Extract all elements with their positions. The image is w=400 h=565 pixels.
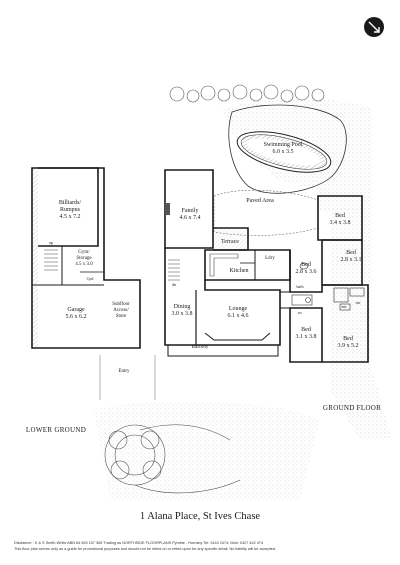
family-label: Family 4.6 x 7.4 <box>179 208 201 221</box>
bed1-label: Bed 3.4 x 3.8 <box>329 213 351 226</box>
bed2-label: Bed 2.8 x 3.6 <box>295 262 317 275</box>
kitchen-bench <box>209 253 239 277</box>
terrace-label: Terrace <box>221 239 239 245</box>
subfloor-label: Subfloor Access/ Store <box>112 302 130 319</box>
bath-label: bath <box>296 284 304 289</box>
lounge-label: Lounge 6.1 x 4.6 <box>227 306 249 319</box>
ldry-label: Ldry <box>265 256 275 261</box>
garden-area <box>94 84 392 500</box>
pool-label: Swimming Pool 6.0 x 3.5 <box>263 142 303 155</box>
north-arrow-icon <box>364 17 384 37</box>
wir-label: wir <box>355 300 361 305</box>
stairs-lower <box>44 249 58 271</box>
cpd-label: Cpd <box>86 276 94 281</box>
shrub-row <box>169 84 325 103</box>
wc-label: wc <box>297 310 303 315</box>
bed4-label: Bed 3.1 x 3.8 <box>295 327 317 340</box>
balcony-label: Balcony <box>191 345 209 350</box>
dining-label: Dining 3.0 x 3.8 <box>171 304 193 317</box>
kitchen-label: Kitchen <box>229 268 249 274</box>
disclaimer-line-1: Disclaimer : K & S Smith-White ABN 84 55… <box>14 541 264 545</box>
bathroom-fixtures <box>291 262 365 311</box>
tree-canopy <box>104 424 241 494</box>
garage-label: Garage 5.6 x 6.2 <box>65 307 87 320</box>
gym-label: Gym/ Storage 4.5 x 3.0 <box>75 250 93 267</box>
stairs-ground <box>168 259 180 281</box>
lower-ground-caption: LOWER GROUND <box>25 426 87 434</box>
lower-wall-shade <box>32 168 38 348</box>
bed5-label: Bed 3.9 x 5.2 <box>337 336 359 349</box>
property-address-title: 1 Alana Place, St Ives Chase <box>139 511 261 522</box>
bed3-label: Bed 2.8 x 3.1 <box>340 250 362 263</box>
disclaimer-line-2: This floor plan serves only as a guide f… <box>14 547 276 551</box>
ens-label: ens <box>341 304 347 309</box>
dn-label: dn <box>172 282 176 287</box>
ground-floor-walls <box>164 169 369 363</box>
paved-area-label: Paved Area <box>246 198 274 204</box>
pool-area <box>228 104 347 194</box>
ground-floor-caption: GROUND FLOOR <box>322 404 382 412</box>
up-label: up <box>49 240 53 245</box>
entry-label: Entry <box>118 369 130 374</box>
billiards-label: Billiards/ Rumpus 4.5 x 7.2 <box>58 200 82 220</box>
fireplace <box>165 203 170 215</box>
terrace-shade <box>214 229 247 249</box>
